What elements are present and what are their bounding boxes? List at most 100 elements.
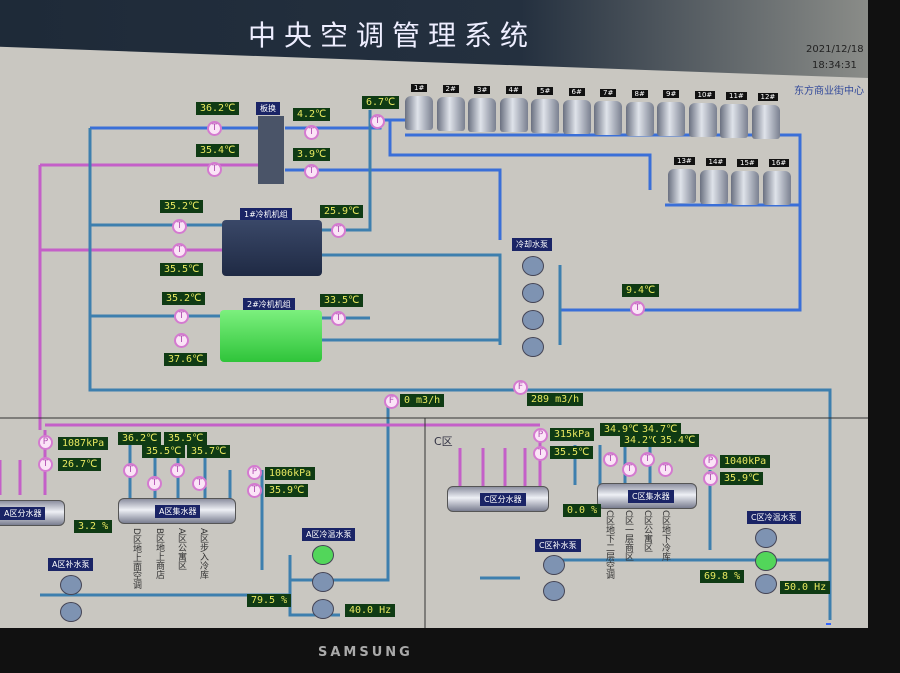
cooling-tower[interactable] — [625, 101, 654, 136]
cooling-tower[interactable] — [688, 103, 717, 138]
zone-c-branch-temp-4: 35.4℃ — [656, 434, 700, 447]
zone-c-makeup-pump[interactable] — [543, 555, 565, 575]
zone-a-valve-opening: 79.5 % — [247, 594, 292, 607]
cooling-return-temp: 9.4℃ — [622, 284, 660, 297]
chiller2-cond-in-temp: 35.2℃ — [162, 292, 206, 305]
zone-c-pump-frequency: 50.0 Hz — [780, 581, 831, 594]
cooling-pump[interactable] — [522, 283, 544, 303]
temp-sensor-icon: T — [640, 452, 655, 467]
cooling-tower[interactable] — [594, 100, 622, 135]
chiller1-cond-in-temp: 35.2℃ — [160, 200, 204, 213]
zone-c-branch-temp-3: 34.7℃ — [638, 423, 682, 436]
temp-sensor-icon: T — [170, 463, 185, 478]
page-title: 中央空调管理系统 — [248, 19, 537, 52]
cooling-tower[interactable] — [668, 169, 696, 203]
flow-readout-1: 0 m3/h — [400, 394, 445, 407]
cooling-tower[interactable] — [762, 171, 791, 206]
zone-c-circ-pump[interactable] — [755, 574, 777, 594]
cooling-tower-number: 14# — [705, 157, 727, 166]
plate-hx-label: 板换 — [256, 102, 280, 115]
zone-a-makeup-pump[interactable] — [60, 575, 82, 595]
cooling-tower[interactable] — [699, 169, 728, 204]
cooling-tower[interactable] — [751, 104, 780, 139]
cooling-pump-label: 冷却水泵 — [512, 238, 552, 251]
monitor-brand-logo: SAMSUNG — [318, 645, 413, 660]
temp-sensor-icon: T — [533, 446, 548, 461]
zone-c-supply-pressure: 315kPa — [550, 428, 595, 441]
zone-c-bypass-valve: 0.0 % — [563, 504, 602, 517]
temp-sensor-icon: T — [304, 164, 319, 179]
chiller1[interactable] — [222, 220, 322, 276]
temp-sensor-icon: T — [247, 483, 262, 498]
flow-readout-2: 289 m3/h — [527, 393, 584, 406]
cooling-tower[interactable] — [731, 170, 759, 205]
pipe-hot-main — [38, 163, 260, 430]
zone-c-return-temp: 35.9℃ — [720, 472, 764, 485]
pressure-sensor-icon: P — [703, 454, 718, 469]
temp-sensor-icon: T — [370, 114, 385, 129]
temp-sensor-icon: T — [192, 476, 207, 491]
cooling-tower-number: 1# — [411, 84, 428, 92]
chiller2[interactable] — [220, 310, 322, 362]
pressure-sensor-icon: P — [533, 428, 548, 443]
zone-c-circ-pump[interactable] — [755, 528, 777, 548]
zone-a-branch-label: A区公寓区 — [176, 528, 186, 571]
cooling-tower-number: 6# — [568, 88, 585, 96]
zone-a-branch-label: D区地上面空调 — [131, 528, 141, 589]
supply-temp: 6.7℃ — [362, 96, 400, 109]
temp-sensor-icon: T — [147, 476, 162, 491]
zone-a-makeup-pump-label: A区补水泵 — [48, 558, 94, 571]
zone-a-circ-pump[interactable] — [312, 545, 334, 565]
zone-a-circ-pump[interactable] — [312, 599, 334, 619]
cooling-tower[interactable] — [436, 96, 465, 131]
cooling-tower[interactable] — [657, 102, 685, 137]
temp-sensor-icon: T — [603, 452, 618, 467]
zone-a-branch-temp-1: 36.2℃ — [118, 432, 162, 445]
temp-sensor-icon: T — [304, 125, 319, 140]
temp-sensor-icon: T — [174, 309, 189, 324]
zone-c-makeup-pump-label: C区补水泵 — [535, 539, 581, 552]
zone-a-branch-temp-4: 35.7℃ — [187, 445, 231, 458]
cooling-pump[interactable] — [522, 337, 544, 357]
cooling-tower-number: 5# — [537, 87, 554, 96]
cooling-tower-number: 2# — [442, 84, 459, 93]
plate-heat-exchanger[interactable] — [258, 116, 284, 184]
temp-sensor-icon: T — [658, 462, 673, 477]
zone-c-branch-label: C区地下冷库 — [660, 510, 670, 562]
cooling-pump[interactable] — [522, 256, 544, 276]
zone-a-circ-pump[interactable] — [312, 572, 334, 592]
temp-sensor-icon: T — [172, 219, 187, 234]
hx-hot-in-temp: 36.2℃ — [196, 102, 240, 115]
zone-a-branch-temp-3: 35.5℃ — [164, 432, 208, 445]
cooling-tower[interactable] — [720, 104, 748, 138]
zone-a-branch-label: A区步入冷库 — [198, 528, 208, 580]
zone-c-makeup-pump[interactable] — [543, 581, 565, 601]
temp-sensor-icon: T — [331, 223, 346, 238]
cooling-tower[interactable] — [468, 97, 496, 132]
zone-a-collector-label: A区集水器 — [155, 505, 201, 518]
temp-sensor-icon: T — [174, 333, 189, 348]
cooling-tower-number: 8# — [631, 89, 648, 98]
zone-c-title: C区 — [434, 435, 453, 448]
zone-c-branch-temp-2: 34.2℃ — [620, 434, 664, 447]
cooling-tower-number: 4# — [505, 86, 522, 95]
cooling-tower-number: 12# — [757, 92, 779, 101]
cooling-pump[interactable] — [522, 310, 544, 330]
zone-a-supply-pressure: 1087kPa — [58, 437, 109, 450]
zone-a-pump-frequency: 40.0 Hz — [345, 604, 396, 617]
cooling-tower-number: 9# — [663, 90, 680, 99]
cooling-tower[interactable] — [499, 98, 528, 133]
zone-a-makeup-pump[interactable] — [60, 602, 82, 622]
chiller1-label: 1#冷机机组 — [240, 208, 292, 221]
zone-c-circ-pump[interactable] — [755, 551, 777, 571]
zone-a-supply-temp: 26.7℃ — [58, 458, 102, 471]
temp-sensor-icon: T — [207, 162, 222, 177]
cooling-tower[interactable] — [531, 99, 559, 134]
zone-c-branch-temp-1: 34.9℃ — [600, 423, 644, 436]
cooling-tower[interactable] — [562, 100, 591, 134]
cooling-tower[interactable] — [405, 96, 433, 130]
cooling-tower-number: 13# — [674, 157, 695, 165]
hx-hot-out-temp: 35.4℃ — [196, 144, 240, 157]
zone-a-divider-label: A区分水器 — [0, 507, 46, 520]
cooling-tower-number: 3# — [474, 85, 491, 94]
